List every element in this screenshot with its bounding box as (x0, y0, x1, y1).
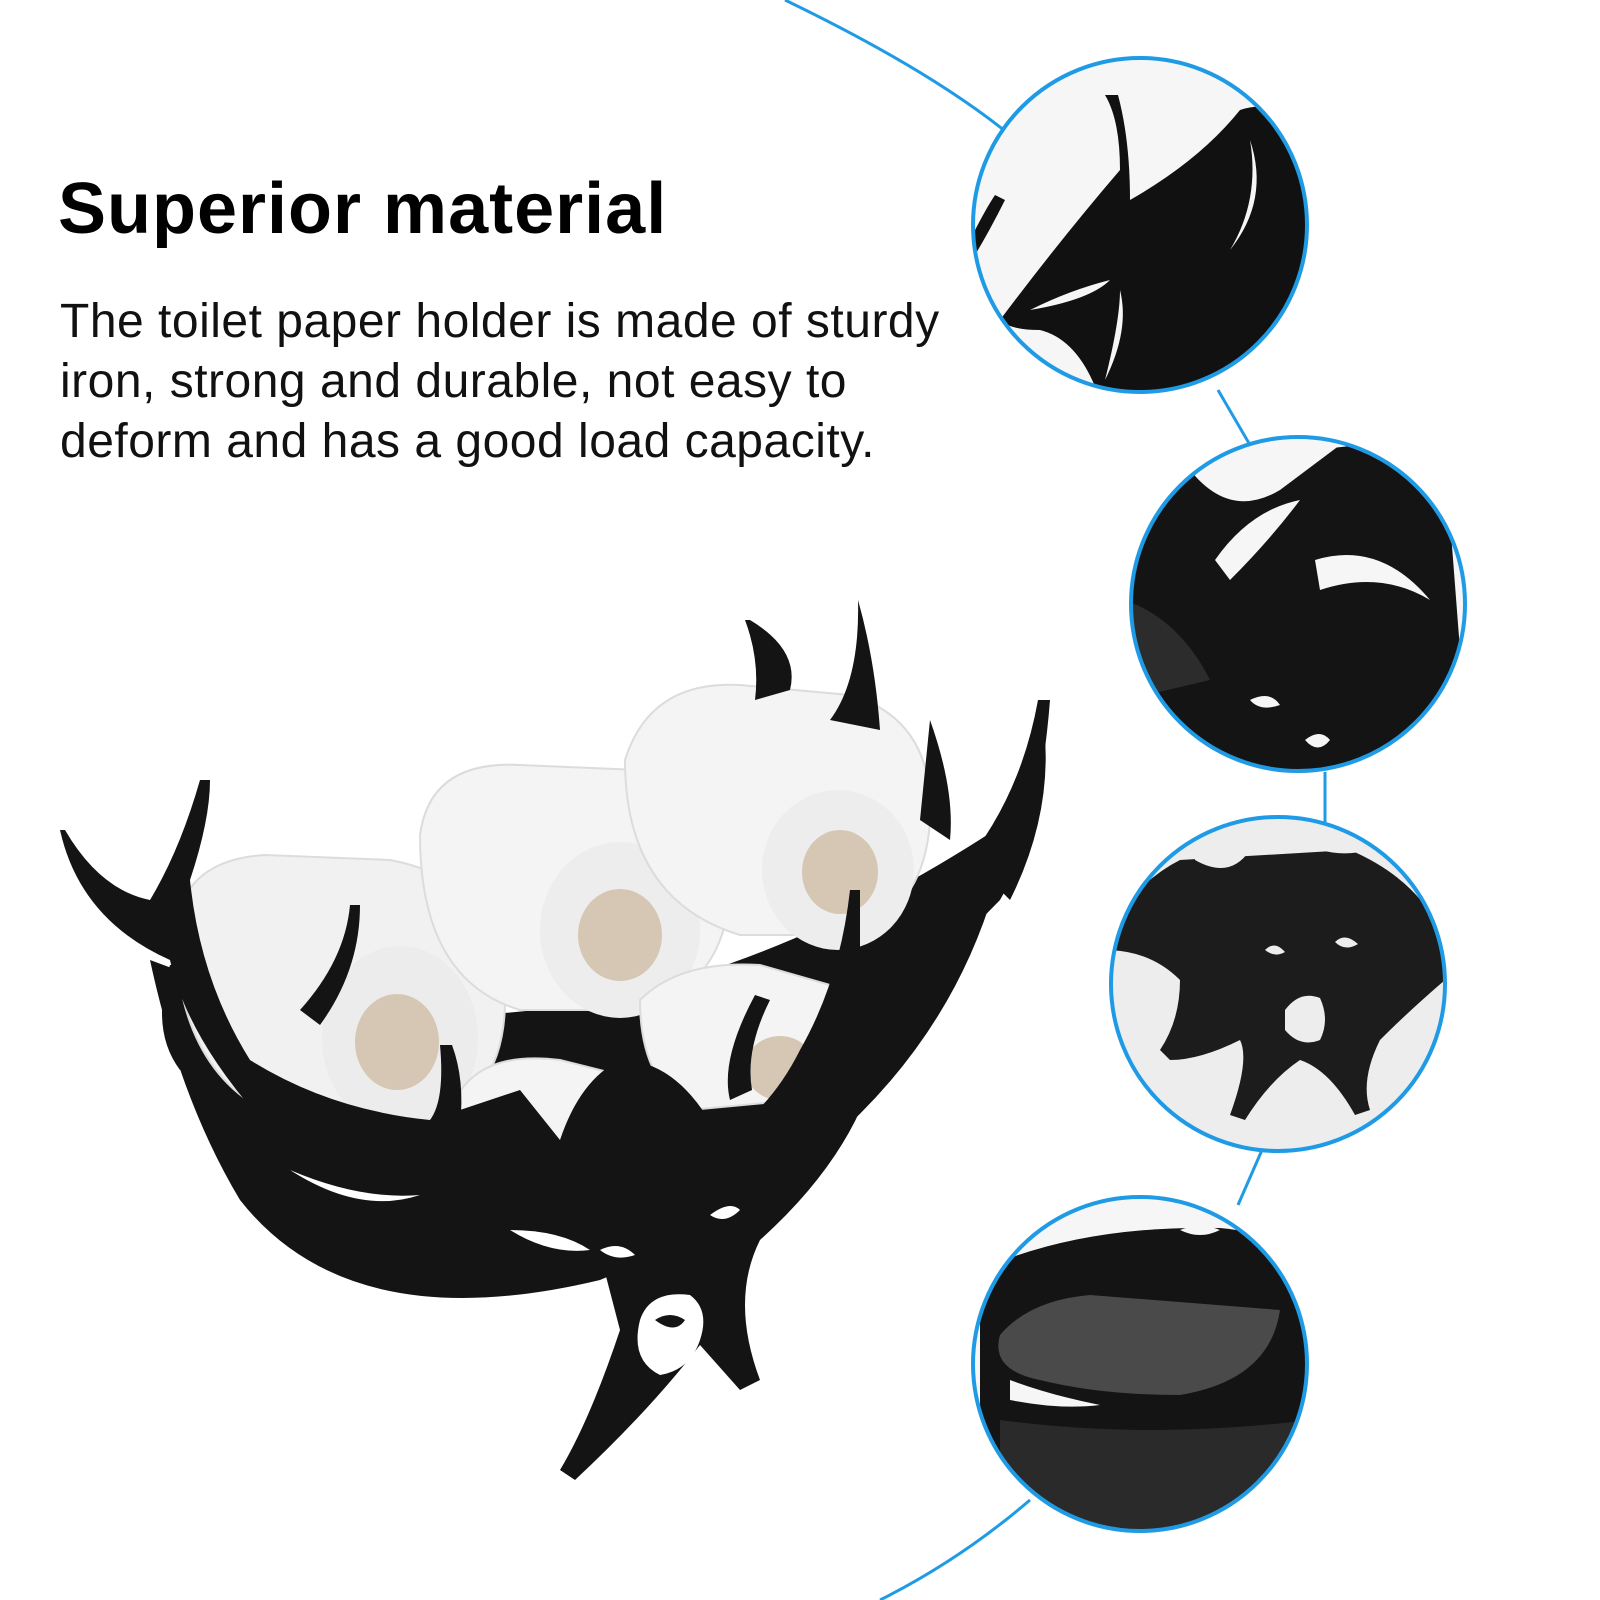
front-antler-left-tine (162, 965, 200, 1070)
connector-arc (784, 0, 1011, 137)
connector-arc-bottom (879, 1498, 1031, 1600)
antler-holder-image (60, 600, 1050, 1480)
connector-line-1 (1216, 389, 1252, 446)
detail-ring-3 (1109, 815, 1447, 1153)
front-antler-plate (60, 700, 1050, 1480)
front-antler-left-tine-3 (430, 1045, 462, 1125)
detail-closeup-antler-branch (1131, 437, 1465, 771)
front-antler-left-tine-2 (300, 905, 360, 1025)
detail-ring-4 (971, 1195, 1309, 1533)
description: The toilet paper holder is made of sturd… (60, 295, 940, 468)
connector-line-3 (1236, 1149, 1264, 1206)
detail-closeup-deer-face (1111, 817, 1445, 1151)
detail-closeup-antler-tip (973, 58, 1307, 392)
detail-ring-2 (1129, 435, 1467, 773)
deer-nose (655, 1315, 685, 1328)
detail-ring-1 (971, 56, 1309, 394)
deer-face-cutouts (290, 1170, 740, 1375)
headline: Superior material (58, 169, 668, 249)
front-antler-right-tine (727, 995, 770, 1100)
